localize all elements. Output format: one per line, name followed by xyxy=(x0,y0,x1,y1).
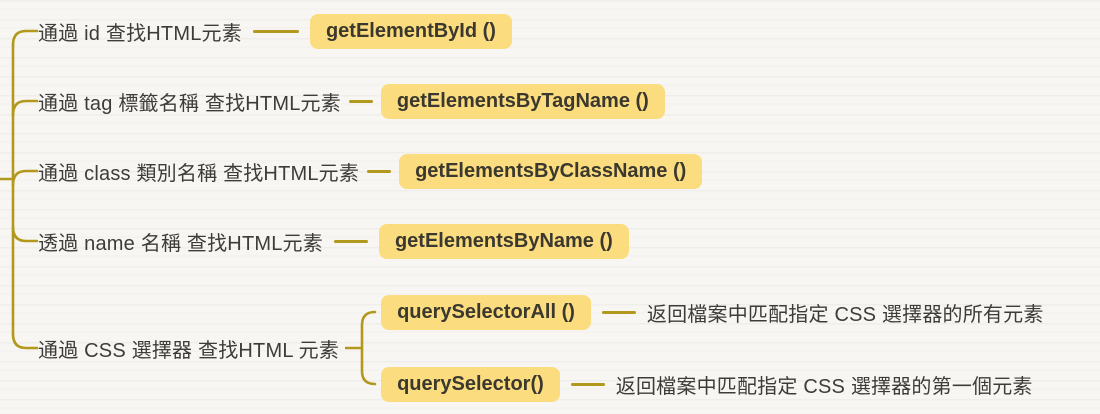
css-selector-children: querySelectorAll () 返回檔案中匹配指定 CSS 選擇器的所有… xyxy=(381,294,1043,402)
sub-branch-bracket-connector xyxy=(345,310,377,386)
topic-label-by-css-selector[interactable]: 通過 CSS 選擇器 查找HTML 元素 xyxy=(38,339,340,362)
branch-by-name: 透過 name 名稱 查找HTML元素 getElementsByName () xyxy=(38,223,629,259)
description-connector-line xyxy=(601,310,636,314)
branch-by-tag: 通過 tag 標籤名稱 查找HTML元素 getElementsByTagNam… xyxy=(38,83,665,119)
topic-label-by-id[interactable]: 通過 id 查找HTML元素 xyxy=(38,22,242,45)
description-queryselectorall[interactable]: 返回檔案中匹配指定 CSS 選擇器的所有元素 xyxy=(646,303,1044,326)
description-queryselector[interactable]: 返回檔案中匹配指定 CSS 選擇器的第一個元素 xyxy=(615,375,1033,398)
branch-curve-3 xyxy=(11,169,39,187)
description-connector-line xyxy=(570,382,605,386)
branch-connector-line xyxy=(333,239,368,243)
topic-label-by-class[interactable]: 通過 class 類別名稱 查找HTML元素 xyxy=(38,162,360,185)
method-node-getelementsbyclassname[interactable]: getElementsByClassName () xyxy=(399,153,703,189)
method-node-getelementsbytagname[interactable]: getElementsByTagName () xyxy=(380,83,665,119)
branch-curve-2 xyxy=(11,99,39,117)
branch-connector-line xyxy=(252,29,299,33)
branch-connector-line xyxy=(367,169,392,173)
method-node-queryselector[interactable]: querySelector() xyxy=(381,366,560,402)
method-node-getelementbyid[interactable]: getElementById () xyxy=(309,13,512,49)
branch-curve-4 xyxy=(11,225,39,243)
branch-by-id: 通過 id 查找HTML元素 getElementById () xyxy=(38,13,512,49)
mindmap-trunk-connector xyxy=(0,29,39,350)
branch-curve-1 xyxy=(11,29,39,47)
topic-label-by-tag[interactable]: 通過 tag 標籤名稱 查找HTML元素 xyxy=(38,92,341,115)
topic-label-by-name[interactable]: 透過 name 名稱 查找HTML元素 xyxy=(38,232,323,255)
sub-branch-bracket-line xyxy=(360,310,377,386)
branch-by-class: 通過 class 類別名稱 查找HTML元素 getElementsByClas… xyxy=(38,153,703,189)
method-node-queryselectorall[interactable]: querySelectorAll () xyxy=(381,294,591,330)
branch-curve-5 xyxy=(11,332,39,350)
branch-connector-line xyxy=(348,99,373,103)
sub-branch-queryselectorall: querySelectorAll () 返回檔案中匹配指定 CSS 選擇器的所有… xyxy=(381,294,1043,330)
method-node-getelementsbyname[interactable]: getElementsByName () xyxy=(378,223,629,259)
branch-by-css-selector: 通過 CSS 選擇器 查找HTML 元素 querySelectorAll ()… xyxy=(38,294,1044,402)
sub-branch-queryselector: querySelector() 返回檔案中匹配指定 CSS 選擇器的第一個元素 xyxy=(381,366,1043,402)
